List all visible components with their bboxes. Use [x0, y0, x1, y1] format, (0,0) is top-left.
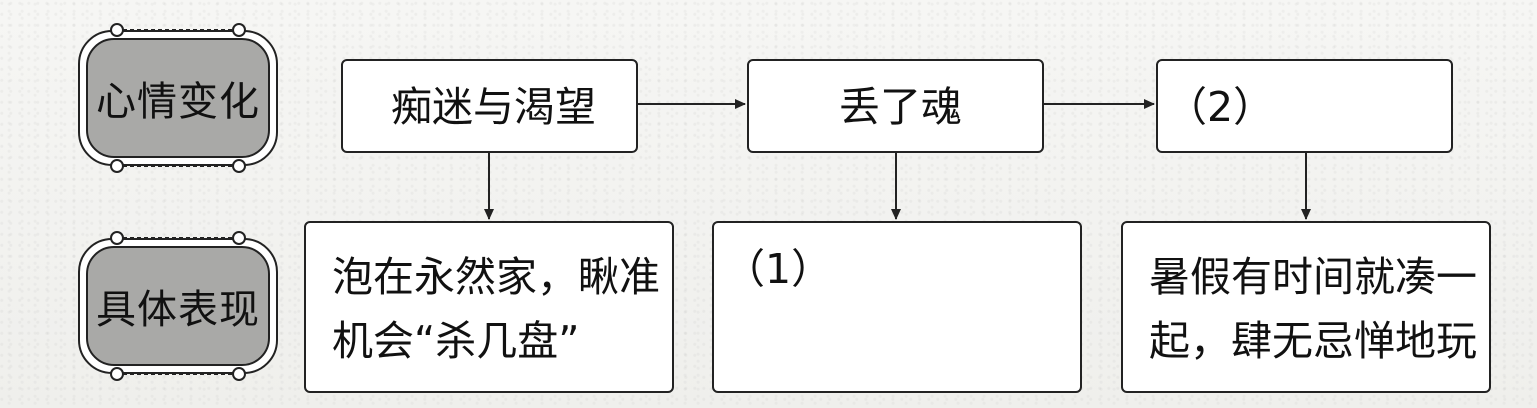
mood-box-2-text: 丢了魂 — [839, 83, 962, 131]
behavior-box-2: （1） — [712, 221, 1082, 393]
row-label-mood: 心情变化 — [86, 38, 270, 158]
decorative-chain-icon — [110, 367, 246, 381]
decorative-chain-icon — [110, 23, 246, 37]
mood-box-1: 痴迷与渴望 — [341, 59, 638, 153]
behavior-box-3: 暑假有时间就凑一 起，肆无忌惮地玩 — [1121, 221, 1491, 393]
behavior-box-1: 泡在永然家，瞅准 机会“杀几盘” — [304, 221, 674, 393]
mood-box-2: 丢了魂 — [747, 59, 1044, 153]
row-label-mood-tag: 心情变化 — [78, 23, 278, 173]
behavior-box-2-blank: （1） — [724, 245, 833, 293]
mood-box-3: （2） — [1156, 59, 1453, 153]
mood-box-3-blank: （2） — [1166, 83, 1275, 131]
decorative-chain-icon — [110, 231, 246, 245]
behavior-box-1-text: 泡在永然家，瞅准 机会“杀几盘” — [332, 253, 660, 365]
mood-box-1-text: 痴迷与渴望 — [391, 83, 596, 131]
behavior-box-3-text: 暑假有时间就凑一 起，肆无忌惮地玩 — [1149, 253, 1477, 365]
row-label-behavior: 具体表现 — [86, 246, 270, 366]
decorative-chain-icon — [110, 159, 246, 173]
row-label-behavior-tag: 具体表现 — [78, 231, 278, 381]
